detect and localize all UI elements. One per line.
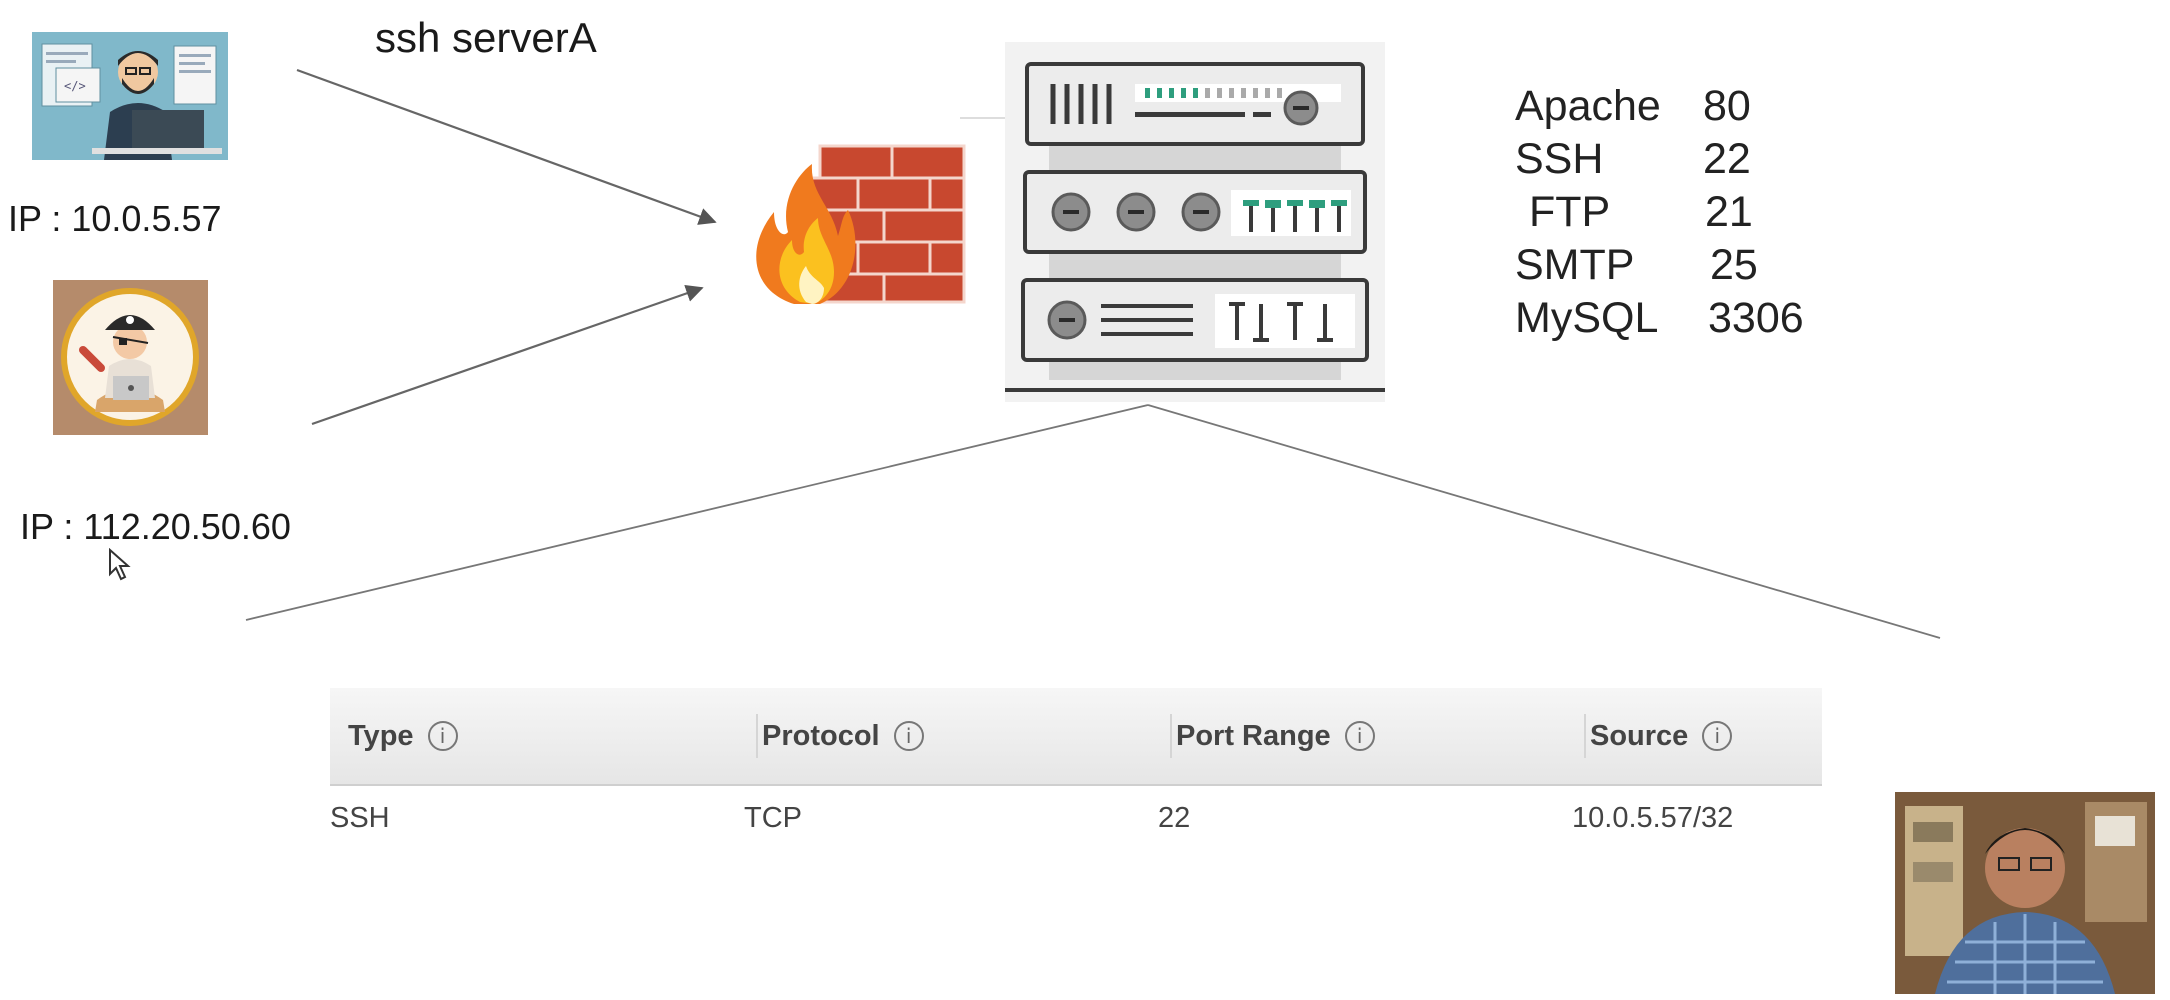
client-arrow bbox=[296, 68, 717, 225]
zoom-line-left bbox=[245, 404, 1149, 621]
service-port: 21 bbox=[1705, 188, 1753, 236]
column-divider bbox=[1584, 714, 1586, 758]
attacker-avatar bbox=[53, 280, 208, 435]
cell-source: 10.0.5.57/32 bbox=[1572, 802, 1734, 834]
service-port: 3306 bbox=[1708, 294, 1804, 342]
service-port: 22 bbox=[1703, 135, 1751, 183]
info-icon[interactable]: i bbox=[893, 721, 924, 751]
column-header-label: Protocol bbox=[762, 719, 880, 752]
service-name: MySQL bbox=[1515, 294, 1659, 342]
column-header-label: Port Range bbox=[1176, 719, 1331, 752]
svg-text:</>: </> bbox=[64, 79, 86, 93]
column-header-port-range: Port Range i bbox=[1170, 688, 1375, 784]
developer-avatar: </> bbox=[32, 32, 228, 160]
service-port: 25 bbox=[1710, 241, 1758, 289]
ssh-command-label: ssh serverA bbox=[375, 14, 597, 61]
zoom-line-right bbox=[1147, 404, 1941, 639]
server-rack-icon bbox=[1005, 42, 1385, 402]
attacker-arrow bbox=[311, 284, 704, 426]
column-divider bbox=[756, 714, 758, 758]
service-name: SSH bbox=[1515, 135, 1604, 183]
table-header: Type i Protocol i Port Range i Source i bbox=[330, 688, 1822, 786]
presenter-webcam bbox=[1895, 792, 2155, 994]
info-icon[interactable]: i bbox=[1702, 721, 1733, 751]
column-header-source: Source i bbox=[1584, 688, 1733, 784]
info-icon[interactable]: i bbox=[1344, 721, 1375, 751]
cell-type: SSH bbox=[330, 802, 390, 834]
inbound-rules-table: Type i Protocol i Port Range i Source i … bbox=[330, 688, 1822, 856]
column-header-label: Type bbox=[348, 719, 414, 752]
column-header-protocol: Protocol i bbox=[756, 688, 924, 784]
service-name: FTP bbox=[1529, 188, 1611, 236]
firewall-icon bbox=[740, 140, 975, 305]
service-port: 80 bbox=[1703, 82, 1751, 130]
column-header-type: Type i bbox=[348, 688, 458, 784]
column-header-label: Source bbox=[1590, 719, 1689, 752]
service-name: Apache bbox=[1515, 82, 1661, 130]
attacker-ip-label: IP : 112.20.50.60 bbox=[20, 506, 291, 547]
service-name: SMTP bbox=[1515, 241, 1635, 289]
column-divider bbox=[1170, 714, 1172, 758]
client-ip-label: IP : 10.0.5.57 bbox=[8, 198, 222, 239]
cell-protocol: TCP bbox=[744, 802, 802, 834]
table-row: SSH TCP 22 10.0.5.57/32 bbox=[330, 786, 1822, 856]
mouse-cursor-icon bbox=[108, 547, 132, 587]
info-icon[interactable]: i bbox=[427, 721, 458, 751]
cell-port-range: 22 bbox=[1158, 802, 1191, 834]
